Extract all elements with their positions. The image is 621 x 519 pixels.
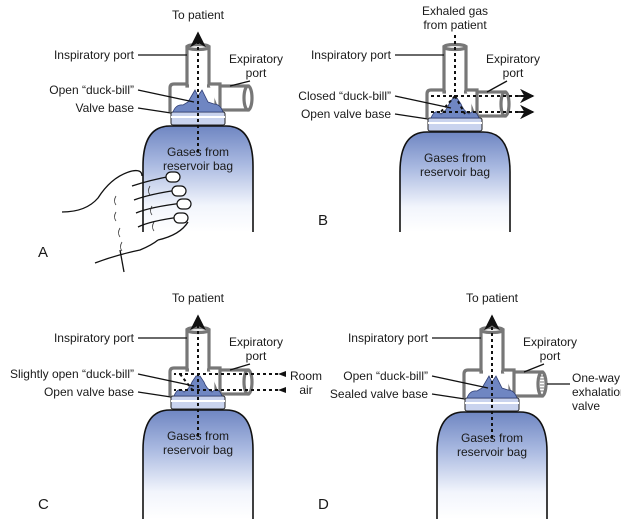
fingernail [176, 198, 192, 210]
left-label-1: Inspiratory port [348, 331, 429, 345]
side-label-line-1: One-way [572, 371, 620, 385]
side-label-line-3: valve [572, 399, 600, 413]
reservoir-bag-outline [399, 131, 511, 232]
panel-letter: D [318, 496, 329, 513]
expiratory-label-line-1: Expiratory [523, 335, 577, 349]
left-label-2: Closed “duck-bill” [298, 89, 391, 103]
knuckle-crease [114, 211, 117, 222]
hand-outline [61, 169, 143, 213]
expiratory-port-opening [536, 370, 548, 398]
top-label: To patient [172, 8, 225, 22]
room-air-arrow-icon [278, 371, 286, 377]
panel-letter: B [318, 212, 328, 229]
bag-label-line-2: reservoir bag [163, 443, 233, 457]
expiratory-label-line-2: port [540, 349, 561, 363]
bag-label-line-2: reservoir bag [420, 165, 490, 179]
expiratory-leader-line [523, 363, 545, 373]
leader-line [394, 113, 429, 120]
room-air-to-inlet [179, 373, 195, 393]
leader-line [137, 89, 195, 103]
left-label-3: Sealed valve base [330, 387, 428, 401]
panel-letter: C [38, 496, 49, 513]
reservoir-bag [143, 126, 253, 232]
left-label-3: Open valve base [301, 107, 391, 121]
left-label-1: Inspiratory port [54, 48, 135, 62]
bag-label-line-1: Gases from [424, 151, 486, 165]
left-label-2: Slightly open “duck-bill” [10, 367, 134, 381]
knuckle-crease [114, 195, 117, 206]
valve-housing [168, 82, 187, 112]
exhaled-flow-left [438, 95, 456, 115]
side-label-line-2: air [299, 383, 312, 397]
knuckle-crease [148, 185, 151, 196]
leader-line [137, 373, 195, 387]
expiratory-leader-line [229, 80, 251, 87]
leader-line [137, 107, 172, 114]
expiratory-leader-line [229, 363, 251, 371]
fingernail [165, 171, 181, 183]
knuckle-crease [150, 205, 153, 216]
leader-line [431, 375, 489, 389]
fingernail [173, 212, 189, 224]
expiratory-label-line-2: port [246, 66, 267, 80]
top-label: To patient [466, 291, 519, 305]
hand-outline [157, 221, 189, 241]
wrist-outline [94, 239, 159, 264]
left-label-3: Valve base [76, 101, 135, 115]
left-label-2: Open “duck-bill” [343, 369, 428, 383]
bag-label-line-2: reservoir bag [457, 445, 527, 459]
panel-letter: A [38, 244, 48, 261]
expiratory-port-opening [499, 90, 511, 118]
top-label-line-2: from patient [423, 18, 487, 32]
left-label-2: Open “duck-bill” [49, 83, 134, 97]
left-label-3: Open valve base [44, 385, 134, 399]
knuckle-crease [152, 221, 155, 232]
top-label-line-1: Exhaled gas [422, 4, 488, 18]
expiratory-port-opening [242, 368, 254, 396]
knuckle-crease [118, 227, 121, 238]
expiratory-label-line-2: port [246, 349, 267, 363]
expiratory-leader-line [486, 80, 508, 93]
bag-label-line-2: reservoir bag [163, 159, 233, 173]
wrist-outline [119, 249, 125, 273]
valve-base-collar [427, 117, 483, 132]
leader-line [394, 95, 452, 109]
expiratory-label-line-2: port [503, 66, 524, 80]
room-air-arrow-icon [278, 387, 286, 393]
top-label: To patient [172, 291, 225, 305]
side-label-line-1: Room [290, 369, 322, 383]
expiratory-port-opening [242, 84, 254, 112]
left-label-1: Inspiratory port [311, 48, 392, 62]
left-label-1: Inspiratory port [54, 331, 135, 345]
hand-icon [61, 169, 192, 273]
expiratory-label-line-1: Expiratory [229, 52, 283, 66]
fingernail [171, 185, 187, 197]
reservoir-bag [437, 412, 547, 519]
reservoir-bag [400, 132, 510, 232]
reservoir-bag [143, 410, 253, 519]
leader-line [137, 391, 172, 398]
leader-line [431, 393, 466, 400]
knuckle-crease [120, 241, 123, 252]
expiratory-label-line-1: Expiratory [486, 52, 540, 66]
side-label-line-2: exhalation [572, 385, 621, 399]
valve-housing [462, 368, 481, 398]
expiratory-label-line-1: Expiratory [229, 335, 283, 349]
